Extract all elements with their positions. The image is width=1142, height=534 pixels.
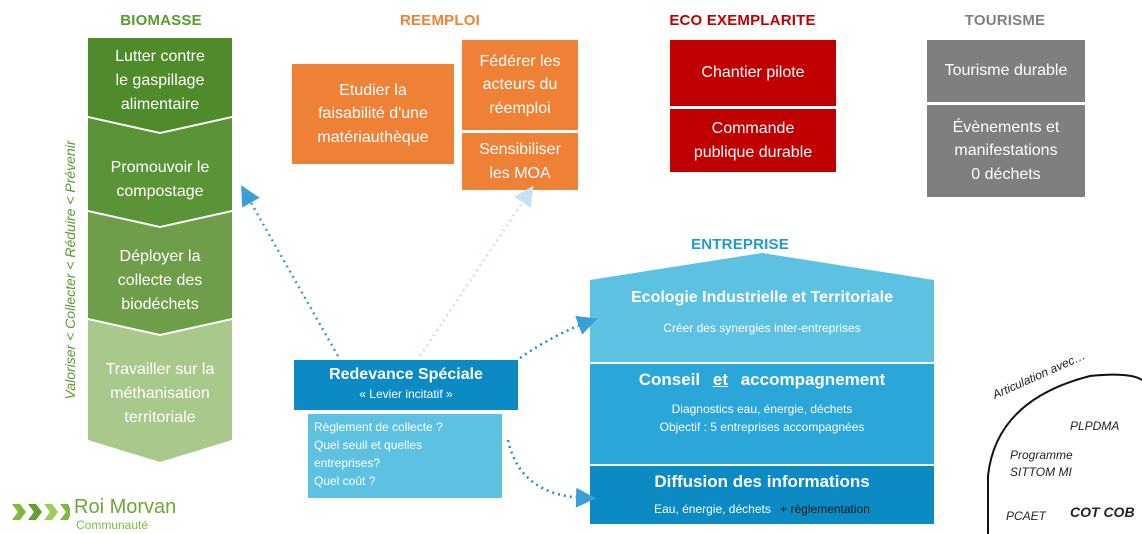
redevance-questions: Règlement de collecte ? Quel seuil et qu… [314, 420, 443, 488]
biomasse-step-2: Promouvoir le compostage [110, 159, 210, 200]
header-tourisme: TOURISME [964, 12, 1046, 29]
articulation-cotcob: COT COB [1070, 504, 1135, 520]
logo-subtitle: Communauté [76, 518, 149, 532]
eco-commande-publique: Commande publique durable [670, 109, 836, 172]
header-biomasse: BIOMASSE [120, 12, 202, 29]
reemploi-federer: Fédérer les acteurs du réemploi [462, 40, 578, 130]
eit-block: Ecologie Industrielle et Territoriale Cr… [590, 283, 934, 359]
conseil-title: Conseil et accompagnement [590, 370, 934, 390]
header-eco-exemplarite: ECO EXEMPLARITE [669, 12, 816, 29]
chevron-step-4 [88, 320, 232, 462]
diffusion-sub-b: + règlementation [780, 502, 870, 516]
tourisme-evenements: Évènements et manifestations 0 déchets [927, 105, 1085, 197]
biomasse-step-3: Déployer la collecte des biodéchets [117, 248, 203, 313]
articulation-programme: Programme SITTOM MI [1010, 448, 1073, 479]
conseil-title-a: Conseil [638, 370, 701, 389]
conseil-title-c: accompagnement [740, 370, 886, 389]
header-reemploi: REEMPLOI [400, 12, 480, 29]
reemploi-sensibiliser: Sensibiliser les MOA [462, 133, 578, 190]
header-entreprise: ENTREPRISE [691, 236, 789, 253]
eco-chantier-pilote: Chantier pilote [670, 40, 836, 106]
chevron-step-3 [88, 212, 232, 334]
conseil-title-b: et [712, 370, 728, 389]
eit-title: Ecologie Industrielle et Territoriale [631, 289, 893, 306]
articulation-plpdma: PLPDMA [1070, 419, 1120, 433]
conseil-subtitle: Diagnostics eau, énergie, déchets Object… [659, 402, 865, 434]
diffusion-title: Diffusion des informations [654, 472, 870, 491]
biomasse-step-1: Lutter contre le gaspillage alimentaire [115, 48, 205, 113]
biomasse-step-4: Travailler sur la méthanisation territor… [105, 361, 215, 426]
diffusion-subtitle: Eau, énergie, déchets + règlementation [590, 500, 934, 518]
articulation-pcaet: PCAET [1006, 509, 1047, 523]
diffusion-sub-a: Eau, énergie, déchets [654, 502, 771, 516]
entreprise-diffusion-band [590, 466, 934, 524]
entreprise-roof [590, 253, 934, 362]
entreprise-conseil-band [590, 364, 934, 464]
chevron-step-2 [88, 118, 232, 226]
logo-name: Roi Morvan [74, 496, 177, 518]
redevance-subtitle: « Levier incitatif » [359, 387, 453, 401]
reemploi-materiautheque: Etudier la faisabilité d'une matériauthè… [292, 64, 454, 164]
redevance-box: Redevance Spéciale « Levier incitatif » [294, 360, 518, 410]
tourisme-durable: Tourisme durable [927, 40, 1085, 102]
roi-morvan-logo-icon [12, 504, 70, 520]
conseil-block: Conseil et accompagnement Diagnostics ea… [590, 370, 934, 460]
diffusion-block: Diffusion des informations Eau, énergie,… [590, 472, 934, 522]
eit-subtitle: Créer des synergies inter-entreprises [663, 321, 861, 335]
chevron-step-1 [88, 38, 232, 132]
redevance-title: Redevance Spéciale [329, 366, 483, 383]
redevance-questions-box [308, 414, 502, 498]
biomasse-chevron-shapes [88, 38, 232, 462]
